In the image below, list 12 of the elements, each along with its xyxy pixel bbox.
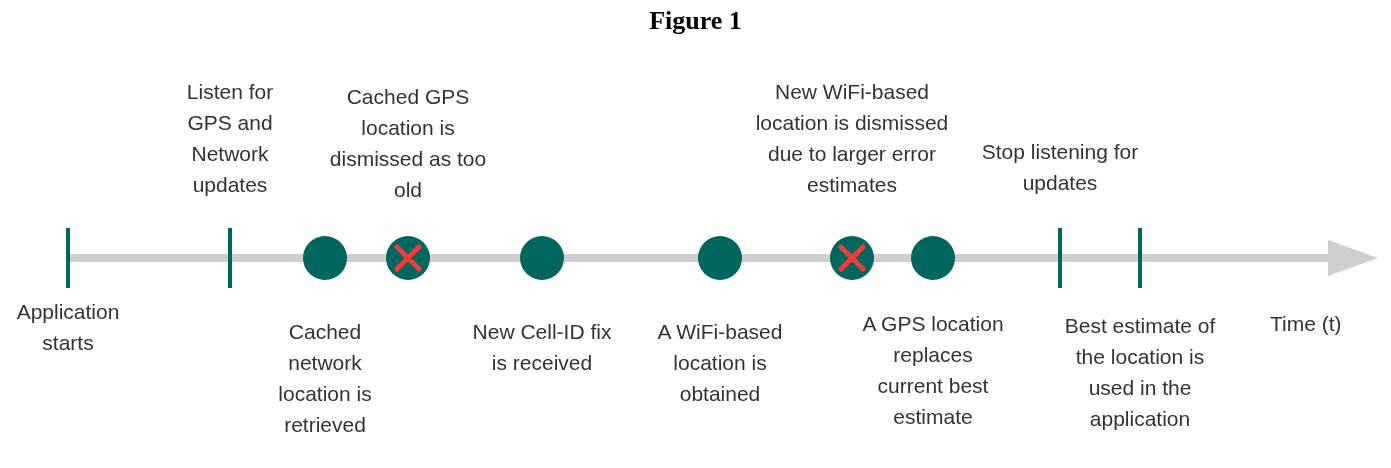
- event-caption: A WiFi-based location is obtained: [656, 319, 784, 407]
- event-caption: Best estimate of the location is used in the application: [1063, 313, 1217, 432]
- event-caption: Application starts: [15, 299, 121, 356]
- event-caption: New WiFi-based location is dismissed due to larger error estimates: [754, 79, 950, 198]
- event-caption: Cached network location is retrieved: [277, 319, 373, 438]
- event-caption: Cached GPS location is dismissed as too old: [328, 84, 488, 203]
- event-caption: Listen for GPS and Network updates: [185, 79, 275, 198]
- event-caption: New Cell-ID fix is received: [471, 319, 613, 376]
- axis-label: Time (t): [1270, 311, 1342, 337]
- figure-title: Figure 1: [648, 6, 743, 36]
- event-caption: A GPS location replaces current best estimate: [861, 311, 1005, 430]
- event-caption: Stop listening for updates: [980, 139, 1140, 196]
